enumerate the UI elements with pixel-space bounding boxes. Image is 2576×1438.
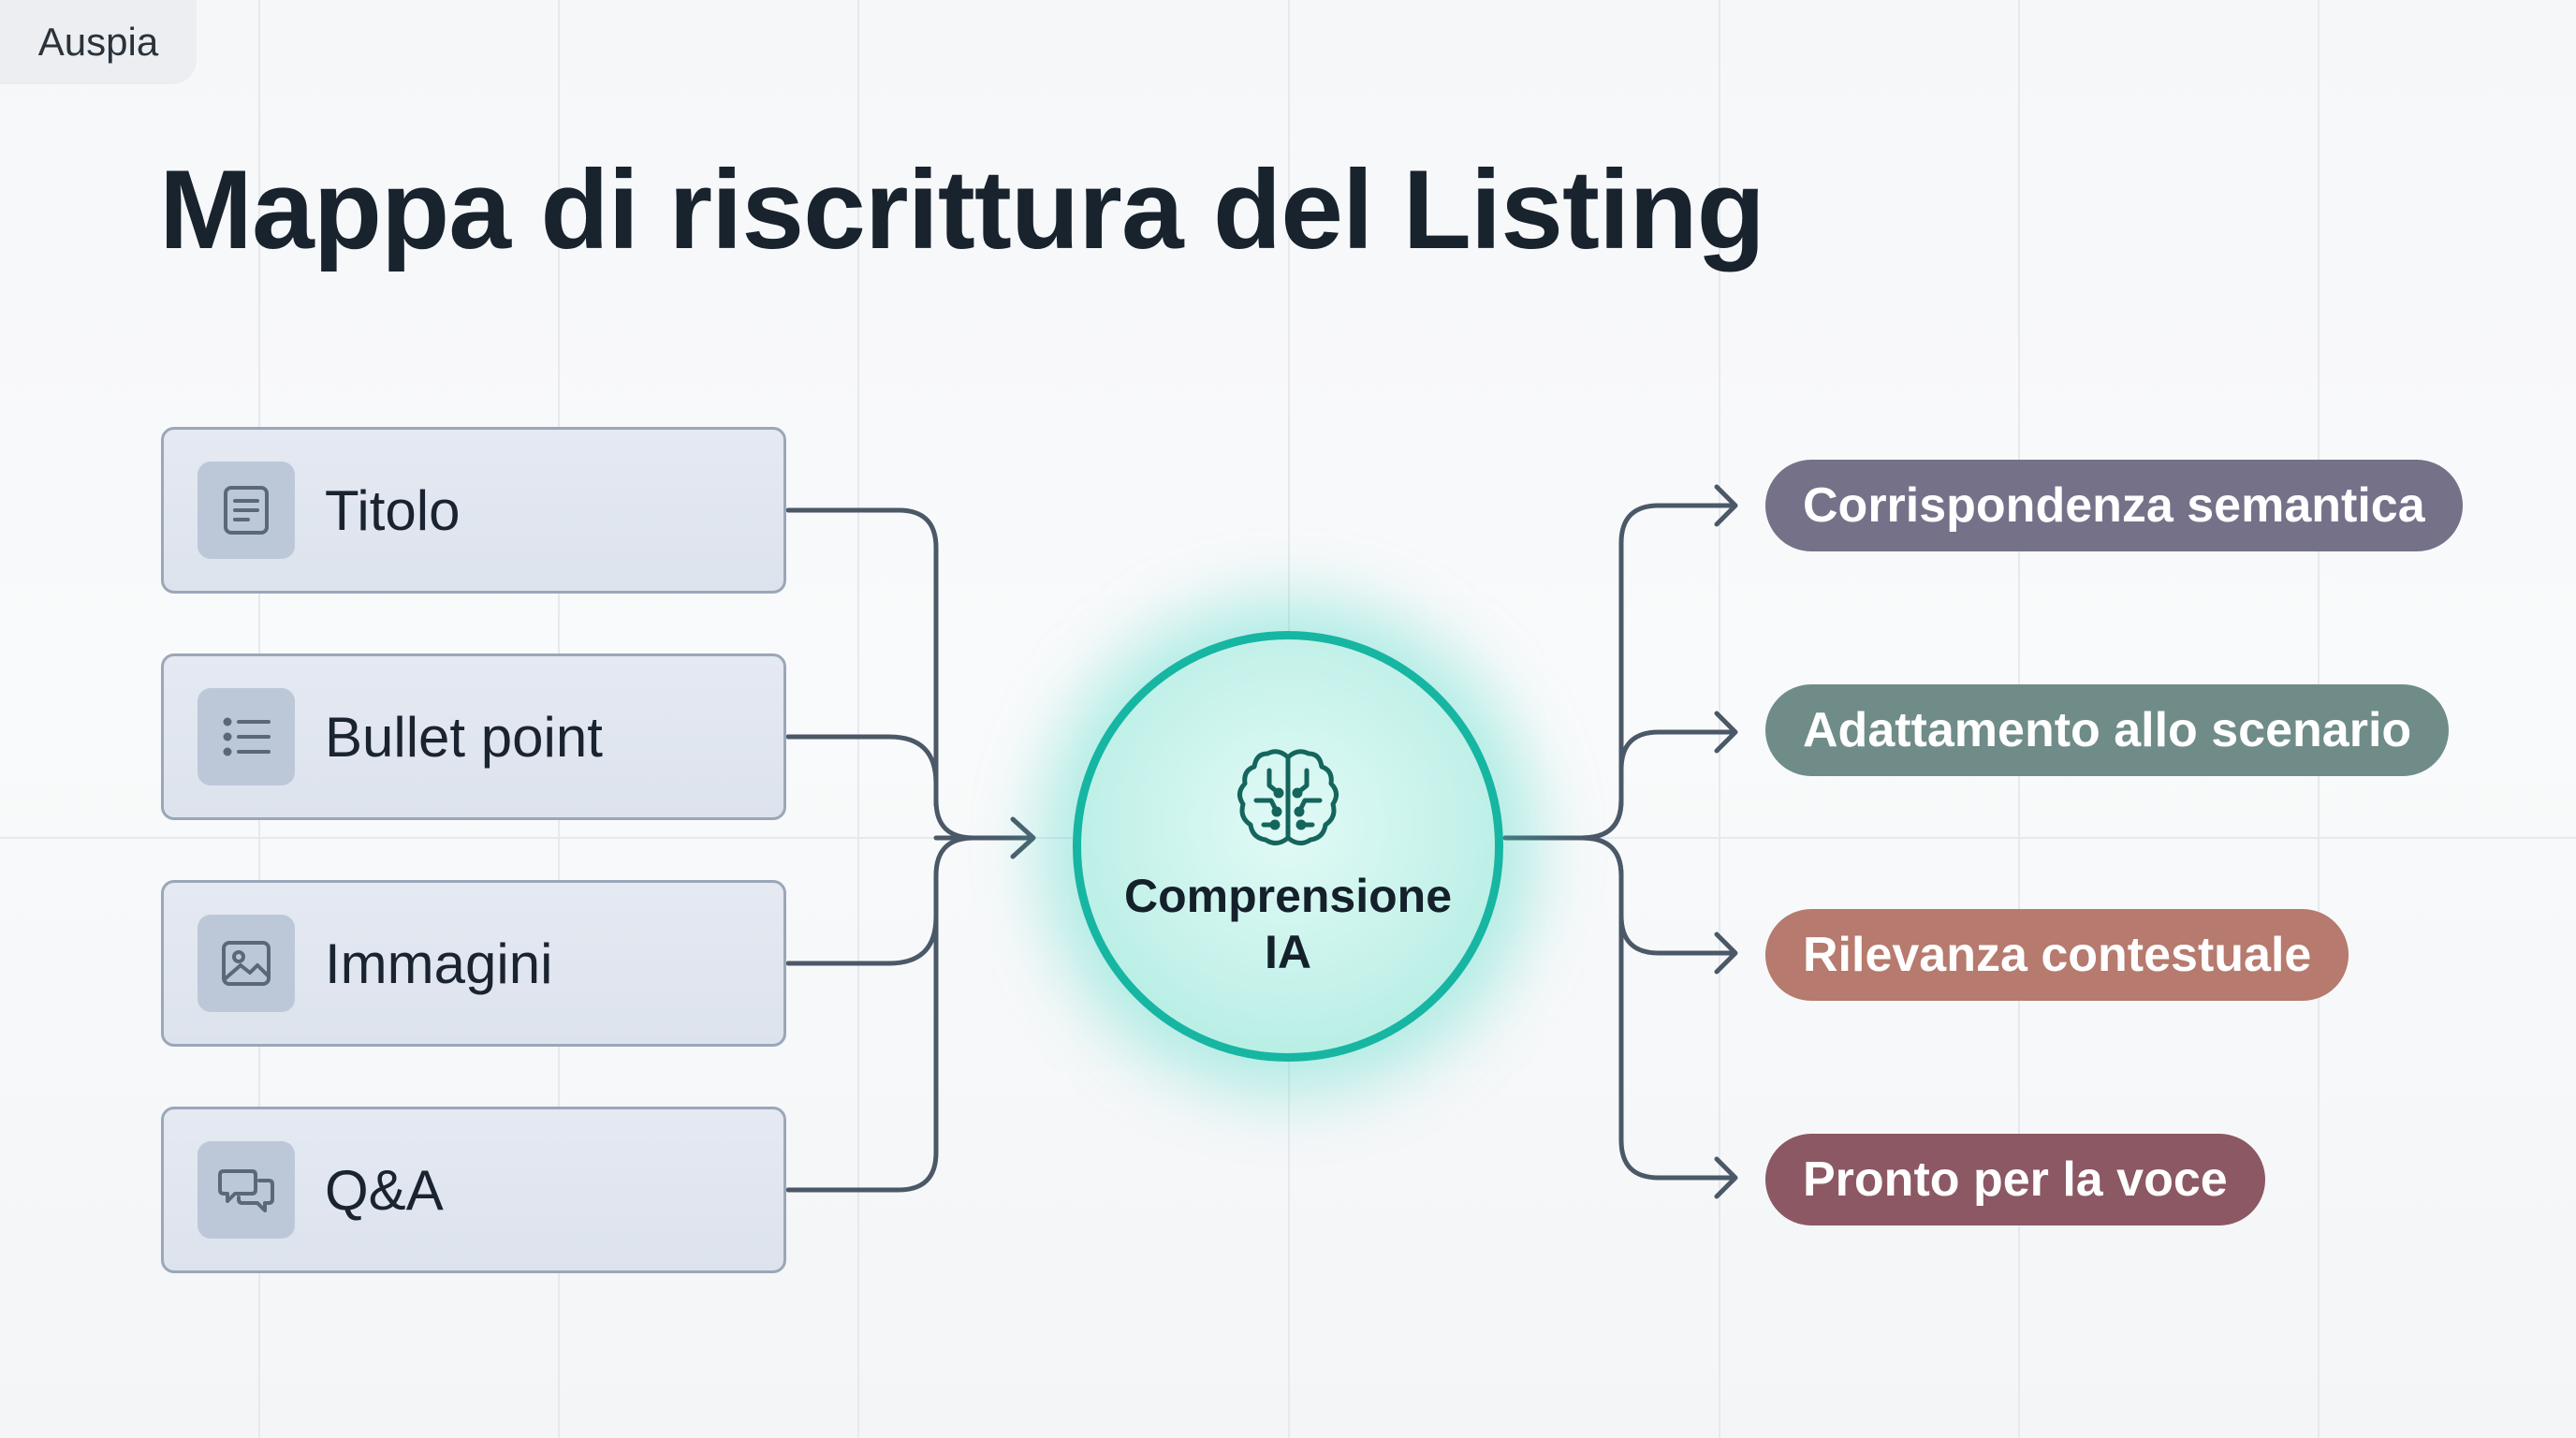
output-label: Rilevanza contestuale [1803,928,2312,982]
output-label: Corrispondenza semantica [1803,478,2425,533]
connector-output-3 [1579,835,1736,956]
brand-name: Auspia [37,20,159,64]
output-pill-pronto-per-la-voce: Pronto per la voce [1765,1134,2265,1225]
grid-line [857,0,859,1438]
connector-output-2 [1579,729,1736,841]
connector-input-2 [785,734,939,808]
input-card-bullet-point: Bullet point [161,653,786,820]
brain-icon [1237,749,1339,845]
list-icon [198,688,295,785]
output-label: Pronto per la voce [1803,1152,2228,1207]
input-label: Bullet point [325,705,603,769]
input-card-immagini: Immagini [161,880,786,1047]
brand-tag: Auspia [0,0,197,84]
output-pill-rilevanza-contestuale: Rilevanza contestuale [1765,909,2349,1001]
connector-output-4 [1579,835,1736,1181]
center-label-line-1: Comprensione [1123,870,1453,922]
input-card-titolo: Titolo [161,427,786,594]
center-label: Comprensione IA [1101,868,1475,980]
connector-output-1 [1579,503,1736,841]
output-pill-adattamento-allo-scenario: Adattamento allo scenario [1765,684,2450,776]
connector-input-1 [785,507,976,841]
arrow-output-4 [1714,1156,1738,1199]
document-icon [198,462,295,559]
arrow-to-center [1010,816,1036,859]
page-title: Mappa di riscrittura del Listing [159,147,1765,272]
connector-input-3 [785,835,976,966]
chat-icon [198,1141,295,1239]
image-icon [198,915,295,1012]
arrow-output-1 [1714,484,1738,527]
input-label: Immagini [325,932,553,995]
input-card-qa: Q&A [161,1107,786,1273]
arrow-output-2 [1714,711,1738,754]
arrow-output-3 [1714,932,1738,975]
output-pill-corrispondenza-semantica: Corrispondenza semantica [1765,460,2463,551]
output-label: Adattamento allo scenario [1803,703,2412,757]
center-label-line-2: IA [1265,926,1311,978]
center-node: Comprensione IA [1073,631,1503,1062]
connector-input-4 [785,873,939,1193]
input-label: Q&A [325,1158,444,1222]
input-label: Titolo [325,478,461,542]
